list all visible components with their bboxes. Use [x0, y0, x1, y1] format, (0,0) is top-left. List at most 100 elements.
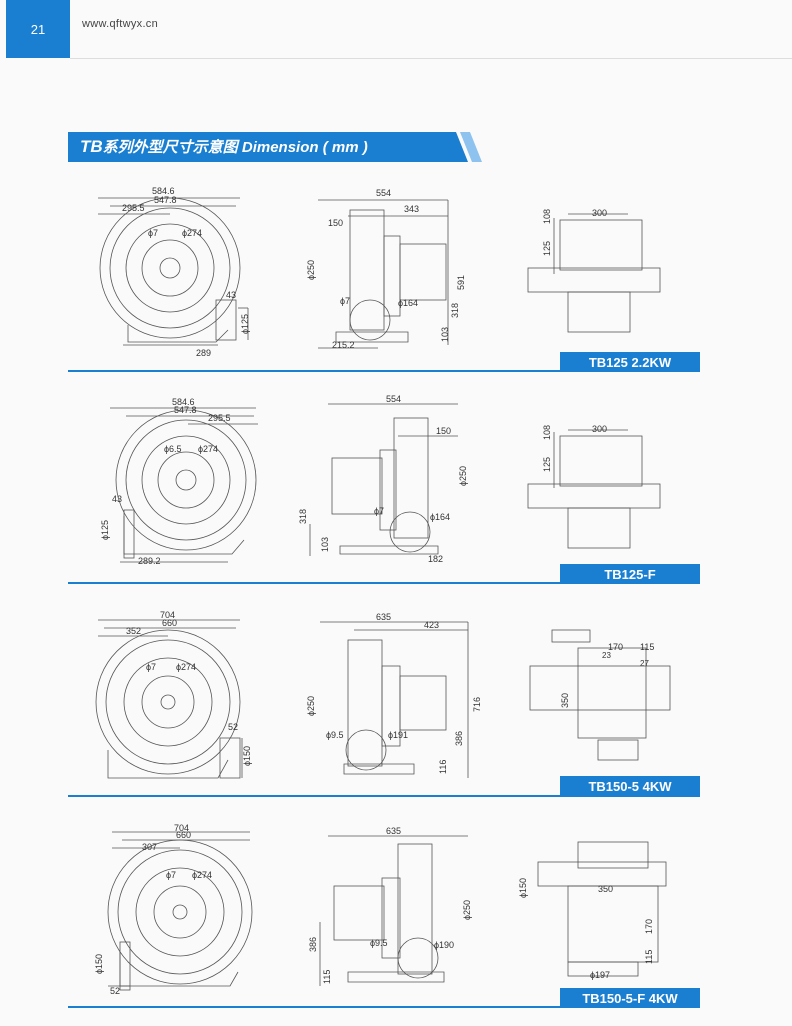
dim-top-2: 108 [542, 425, 552, 440]
dim-front-5: ϕ274 [198, 444, 218, 454]
site-url: www.qftwyx.cn [82, 18, 159, 30]
dim-side-5: 386 [308, 937, 318, 952]
dim-side-5: ϕ7 [340, 296, 350, 306]
banner-title-cn: 系列外型尺寸示意图 [102, 139, 238, 156]
dim-front-4: ϕ6.5 [164, 444, 182, 454]
dim-front-4: ϕ7 [146, 662, 156, 672]
front-view-drawing [107, 831, 253, 991]
dim-top-1: ϕ150 [518, 878, 528, 898]
dim-side-7: 591 [456, 275, 466, 290]
dim-side-3: ϕ250 [306, 696, 316, 716]
dim-top-3: 23 [602, 651, 611, 660]
dim-side-6: ϕ164 [398, 298, 418, 308]
dim-side-4: ϕ190 [434, 940, 454, 950]
dim-side-8: 116 [438, 760, 448, 774]
dim-front-8: 289.2 [138, 556, 161, 566]
dim-front-1: 584.6 [172, 397, 195, 407]
section-banner: TB系列外型尺寸示意图 Dimension ( mm ) [68, 132, 482, 162]
dim-side-10: 215.2 [332, 340, 355, 350]
dim-side-5: ϕ191 [388, 730, 408, 740]
dim-top-2: 115 [640, 642, 654, 652]
dim-side-3: ϕ9.5 [370, 938, 388, 948]
dim-top-1: 300 [592, 208, 607, 218]
dim-front-8: 289 [196, 348, 211, 358]
dim-front-5: ϕ274 [192, 870, 212, 880]
dim-side-6: 716 [472, 697, 482, 712]
drawing-tb125-f: 584.6 547.8 295.5 ϕ6.5 ϕ274 43 ϕ125 289.… [100, 394, 661, 566]
dim-front-5: ϕ274 [176, 662, 196, 672]
top-view-drawing [527, 429, 661, 549]
dim-top-3: 125 [542, 457, 552, 472]
dim-top-2: 350 [598, 884, 613, 894]
banner-shape [68, 132, 482, 162]
dim-front-4: ϕ7 [166, 870, 176, 880]
drawing-tb125: 584.6 547.8 295.5 ϕ7 ϕ274 43 ϕ125 289 55… [98, 186, 661, 358]
dim-front-6: 43 [112, 494, 122, 504]
dim-top-4: 27 [640, 659, 649, 668]
dim-side-9: 103 [440, 327, 450, 342]
dim-front-7: ϕ150 [242, 746, 252, 766]
dim-side-8: 182 [428, 554, 443, 564]
dim-side-2: 423 [424, 620, 439, 630]
dim-side-1: 635 [376, 612, 391, 622]
dim-top-3: 170 [644, 919, 654, 934]
dim-side-3: ϕ250 [458, 466, 468, 486]
dim-front-1: 704 [174, 823, 189, 833]
dimension-row-tb125: 584.6 547.8 295.5 ϕ7 ϕ274 43 ϕ125 289 55… [68, 180, 700, 376]
dim-side-4: ϕ9.5 [326, 730, 344, 740]
dim-side-1: 635 [386, 826, 401, 836]
dim-side-2: 150 [436, 426, 451, 436]
header-divider [70, 58, 792, 59]
dim-front-1: 704 [160, 610, 175, 620]
top-view-drawing [527, 213, 661, 333]
dim-front-3: 295.5 [122, 203, 145, 213]
model-label: TB125-F [560, 564, 700, 584]
drawing-tb150-5: 704 660 352 ϕ7 ϕ274 52 ϕ150 635 423 ϕ250… [95, 610, 671, 779]
side-view-drawing [309, 403, 458, 556]
top-view-drawing [537, 841, 667, 977]
dim-side-6: 318 [298, 509, 308, 524]
dim-front-3: 307 [142, 842, 157, 852]
dim-side-3: 150 [328, 218, 343, 228]
dim-front-7: 52 [110, 986, 120, 996]
dim-top-4: 115 [644, 950, 654, 964]
row-separator [68, 370, 700, 372]
dim-side-8: 318 [450, 303, 460, 318]
dim-top-1: 170 [608, 642, 623, 652]
dim-top-3: 125 [542, 241, 552, 256]
row-separator [68, 795, 700, 797]
dim-front-5: ϕ274 [182, 228, 202, 238]
dimension-row-tb150-5-f: 704 660 307 ϕ7 ϕ274 ϕ150 52 635 ϕ250 ϕ9.… [68, 822, 700, 1018]
dim-side-7: 103 [320, 537, 330, 552]
dim-side-1: 554 [386, 394, 401, 404]
dim-front-2: 660 [176, 830, 191, 840]
dim-front-4: ϕ7 [148, 228, 158, 238]
page-number: 21 [6, 0, 70, 58]
model-label: TB150-5 4KW [560, 776, 700, 796]
banner-prefix: TB [80, 137, 103, 156]
front-view-drawing [98, 197, 249, 346]
dim-side-5: ϕ164 [430, 512, 450, 522]
dim-side-2: 343 [404, 204, 419, 214]
dimension-row-tb125-f: 584.6 547.8 295.5 ϕ6.5 ϕ274 43 ϕ125 289.… [68, 394, 700, 590]
row-separator [68, 582, 700, 584]
side-view-drawing [318, 199, 449, 349]
front-view-drawing [110, 407, 258, 563]
row-separator [68, 1006, 700, 1008]
dim-front-7: ϕ125 [100, 520, 110, 540]
dim-front-6: ϕ150 [94, 954, 104, 974]
side-view-drawing [320, 621, 469, 778]
dim-front-2: 547.8 [154, 195, 177, 205]
dim-side-1: 554 [376, 188, 391, 198]
model-label: TB150-5-F 4KW [560, 988, 700, 1008]
drawing-tb150-5-f: 704 660 307 ϕ7 ϕ274 ϕ150 52 635 ϕ250 ϕ9.… [94, 823, 667, 996]
side-view-drawing [319, 835, 468, 986]
banner-subtitle: Dimension ( mm ) [241, 139, 368, 156]
dim-side-4: ϕ250 [306, 260, 316, 280]
dim-front-2: 660 [162, 618, 177, 628]
dim-front-7: ϕ125 [240, 314, 250, 334]
dim-top-5: ϕ197 [590, 970, 610, 980]
top-view-drawing [529, 629, 671, 761]
dimension-row-tb150-5: 704 660 352 ϕ7 ϕ274 52 ϕ150 635 423 ϕ250… [68, 610, 700, 806]
dim-front-3: 352 [126, 626, 141, 636]
